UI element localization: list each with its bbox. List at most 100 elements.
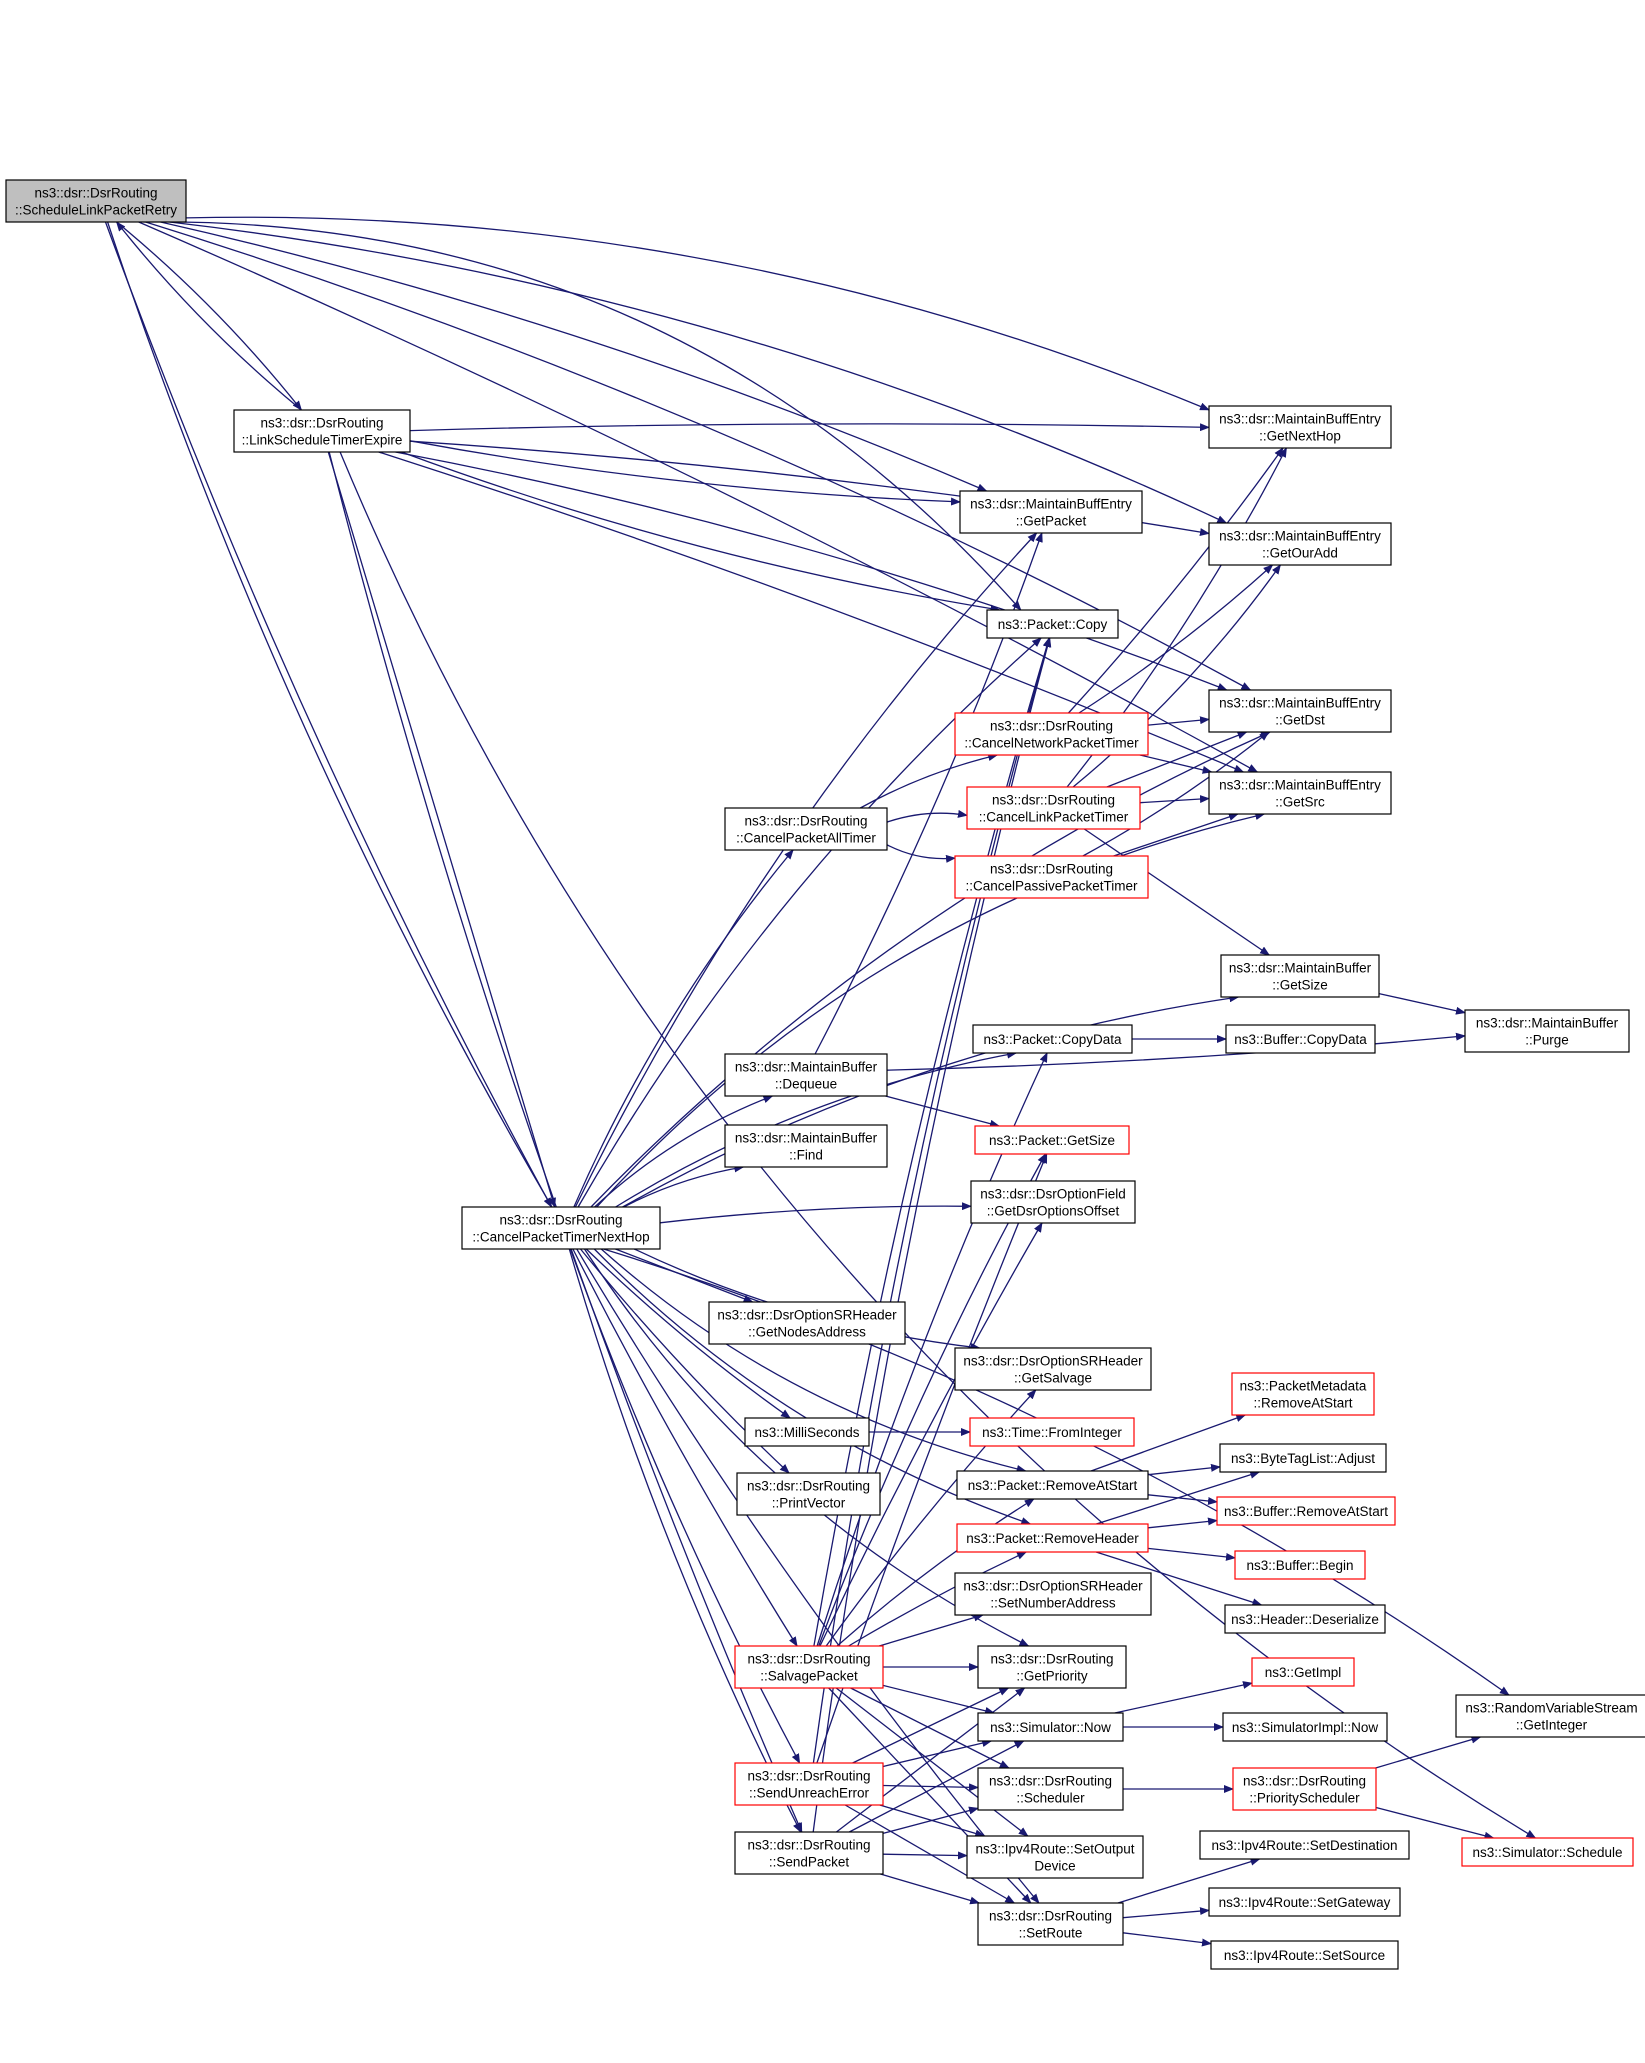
node-box: [1231, 1372, 1375, 1416]
node-packet-copy-data[interactable]: ns3::Packet::CopyData: [972, 1024, 1133, 1054]
node-cancel-packet-timer-next-hop[interactable]: ns3::dsr::DsrRouting::CancelPacketTimerN…: [461, 1206, 661, 1250]
node-label: ::GetNextHop: [1259, 429, 1341, 444]
node-box: [1234, 1550, 1366, 1580]
node-simulator-schedule[interactable]: ns3::Simulator::Schedule: [1461, 1837, 1634, 1867]
call-edge: [886, 809, 968, 823]
node-maintain-buffer-get-size[interactable]: ns3::dsr::MaintainBuffer::GetSize: [1220, 954, 1380, 998]
node-label: ::CancelNetworkPacketTimer: [964, 736, 1139, 751]
call-edge: [882, 1806, 979, 1835]
node-set-route[interactable]: ns3::dsr::DsrRouting::SetRoute: [977, 1902, 1124, 1946]
node-label: ::SalvagePacket: [760, 1669, 858, 1684]
node-buffer-remove-at-start[interactable]: ns3::Buffer::RemoveAtStart: [1216, 1496, 1396, 1526]
node-print-vector[interactable]: ns3::dsr::DsrRouting::PrintVector: [736, 1472, 881, 1516]
call-edge: [1096, 1470, 1261, 1525]
call-edge: [882, 1739, 993, 1768]
node-packet-remove-at-start[interactable]: ns3::Packet::RemoveAtStart: [956, 1470, 1149, 1500]
call-edge: [104, 221, 553, 1208]
node-label: ns3::dsr::DsrRouting: [34, 186, 157, 201]
node-random-variable-stream-get-integer[interactable]: ns3::RandomVariableStream::GetInteger: [1455, 1694, 1645, 1738]
node-maintain-buffer-find[interactable]: ns3::dsr::MaintainBuffer::Find: [724, 1124, 888, 1168]
node-send-packet[interactable]: ns3::dsr::DsrRouting::SendPacket: [734, 1831, 884, 1875]
node-time-from-integer[interactable]: ns3::Time::FromInteger: [969, 1417, 1135, 1447]
call-edge: [852, 1687, 1010, 1764]
node-cancel-passive-packet-timer[interactable]: ns3::dsr::DsrRouting::CancelPassivePacke…: [954, 855, 1149, 899]
node-dsr-option-sr-header-get-salvage[interactable]: ns3::dsr::DsrOptionSRHeader::GetSalvage: [954, 1347, 1152, 1391]
node-label: ::ScheduleLinkPacketRetry: [15, 203, 177, 218]
call-edge: [143, 221, 1022, 611]
call-edge: [659, 1202, 972, 1224]
node-header-deserialize[interactable]: ns3::Header::Deserialize: [1224, 1604, 1386, 1634]
node-box: [956, 1470, 1149, 1500]
node-dsr-option-sr-header-get-nodes-address[interactable]: ns3::dsr::DsrOptionSRHeader::GetNodesAdd…: [708, 1301, 906, 1345]
node-maintain-buffer-purge[interactable]: ns3::dsr::MaintainBuffer::Purge: [1464, 1009, 1630, 1053]
node-box: [1461, 1837, 1634, 1867]
node-scheduler[interactable]: ns3::dsr::DsrRouting::Scheduler: [977, 1767, 1124, 1811]
node-ipv4-route-set-destination[interactable]: ns3::Ipv4Route::SetDestination: [1199, 1830, 1410, 1860]
node-label: ::Purge: [1525, 1033, 1569, 1048]
node-label: ns3::Buffer::CopyData: [1234, 1032, 1367, 1047]
node-label: ns3::dsr::MaintainBuffEntry: [1219, 412, 1381, 427]
call-edge: [600, 1248, 1027, 1473]
node-maintain-buff-entry-get-next-hop[interactable]: ns3::dsr::MaintainBuffEntry::GetNextHop: [1208, 405, 1392, 449]
node-buffer-copy-data[interactable]: ns3::Buffer::CopyData: [1225, 1024, 1376, 1054]
node-box: [954, 1572, 1152, 1616]
node-label: ::LinkScheduleTimerExpire: [242, 433, 403, 448]
node-byte-tag-list-adjust[interactable]: ns3::ByteTagList::Adjust: [1219, 1443, 1387, 1473]
node-link-schedule-timer-expire[interactable]: ns3::dsr::DsrRouting::LinkScheduleTimerE…: [233, 409, 411, 453]
node-packet-copy[interactable]: ns3::Packet::Copy: [986, 609, 1119, 639]
node-packet-get-size[interactable]: ns3::Packet::GetSize: [974, 1125, 1130, 1155]
call-edge: [622, 994, 1240, 1208]
node-priority-scheduler[interactable]: ns3::dsr::DsrRouting::PriorityScheduler: [1232, 1767, 1377, 1811]
node-cancel-packet-all-timer[interactable]: ns3::dsr::DsrRouting::CancelPacketAllTim…: [724, 807, 888, 851]
node-label: ::Scheduler: [1016, 1791, 1085, 1806]
call-edge: [880, 1873, 981, 1905]
call-edge: [185, 216, 1210, 411]
node-label: ::GetPacket: [1016, 514, 1087, 529]
node-label: ::CancelPacketAllTimer: [736, 831, 876, 846]
node-maintain-buff-entry-get-packet[interactable]: ns3::dsr::MaintainBuffEntry::GetPacket: [959, 490, 1143, 534]
node-dsr-option-field-get-dsr-options-offset[interactable]: ns3::dsr::DsrOptionField::GetDsrOptionsO…: [970, 1180, 1136, 1224]
call-edge: [1122, 1932, 1212, 1947]
node-box: [708, 1301, 906, 1345]
call-edge: [116, 221, 303, 411]
node-box: [1455, 1694, 1645, 1738]
node-send-unreach-error[interactable]: ns3::dsr::DsrRouting::SendUnreachError: [734, 1762, 884, 1806]
node-ipv4-route-set-gateway[interactable]: ns3::Ipv4Route::SetGateway: [1208, 1887, 1401, 1917]
node-simulator-now[interactable]: ns3::Simulator::Now: [977, 1712, 1124, 1742]
node-maintain-buff-entry-get-dst[interactable]: ns3::dsr::MaintainBuffEntry::GetDst: [1208, 689, 1392, 733]
node-cancel-link-packet-timer[interactable]: ns3::dsr::DsrRouting::CancelLinkPacketTi…: [966, 786, 1141, 830]
node-label: ns3::dsr::MaintainBuffEntry: [1219, 778, 1381, 793]
call-edge: [1147, 1547, 1236, 1561]
node-packet-remove-header[interactable]: ns3::Packet::RemoveHeader: [956, 1523, 1149, 1553]
node-packet-metadata-remove-at-start[interactable]: ns3::PacketMetadata::RemoveAtStart: [1231, 1372, 1375, 1416]
node-ipv4-route-set-source[interactable]: ns3::Ipv4Route::SetSource: [1210, 1940, 1399, 1970]
node-simulator-impl-now[interactable]: ns3::SimulatorImpl::Now: [1222, 1712, 1388, 1742]
call-edge: [145, 221, 1252, 691]
node-label: ::SendPacket: [769, 1855, 850, 1870]
call-edge: [596, 812, 1266, 1208]
node-label: ::SetRoute: [1019, 1926, 1083, 1941]
node-label: ns3::dsr::DsrOptionSRHeader: [963, 1579, 1143, 1594]
node-label: ns3::MilliSeconds: [754, 1425, 859, 1440]
node-maintain-buff-entry-get-src[interactable]: ns3::dsr::MaintainBuffEntry::GetSrc: [1208, 771, 1392, 815]
node-box: [1219, 1443, 1387, 1473]
node-cancel-network-packet-timer[interactable]: ns3::dsr::DsrRouting::CancelNetworkPacke…: [954, 712, 1149, 756]
call-edge: [882, 1783, 979, 1792]
call-edge: [615, 1050, 1018, 1208]
node-maintain-buff-entry-get-our-add[interactable]: ns3::dsr::MaintainBuffEntry::GetOurAdd: [1208, 522, 1392, 566]
node-box: [1251, 1657, 1355, 1687]
node-dsr-option-sr-header-set-number-address[interactable]: ns3::dsr::DsrOptionSRHeader::SetNumberAd…: [954, 1572, 1152, 1616]
node-buffer-begin[interactable]: ns3::Buffer::Begin: [1234, 1550, 1366, 1580]
node-box: [1208, 405, 1392, 449]
call-edge: [401, 451, 1001, 613]
node-get-priority[interactable]: ns3::dsr::DsrRouting::GetPriority: [977, 1645, 1127, 1689]
node-get-impl[interactable]: ns3::GetImpl: [1251, 1657, 1355, 1687]
node-maintain-buffer-dequeue[interactable]: ns3::dsr::MaintainBuffer::Dequeue: [724, 1053, 888, 1097]
node-label: ::CancelLinkPacketTimer: [979, 810, 1129, 825]
node-label: ::GetNodesAddress: [748, 1325, 866, 1340]
node-salvage-packet[interactable]: ns3::dsr::DsrRouting::SalvagePacket: [734, 1645, 884, 1689]
node-label: ns3::dsr::MaintainBuffer: [1229, 961, 1372, 976]
node-label: ns3::Ipv4Route::SetSource: [1224, 1948, 1385, 1963]
node-milli-seconds[interactable]: ns3::MilliSeconds: [744, 1417, 870, 1447]
